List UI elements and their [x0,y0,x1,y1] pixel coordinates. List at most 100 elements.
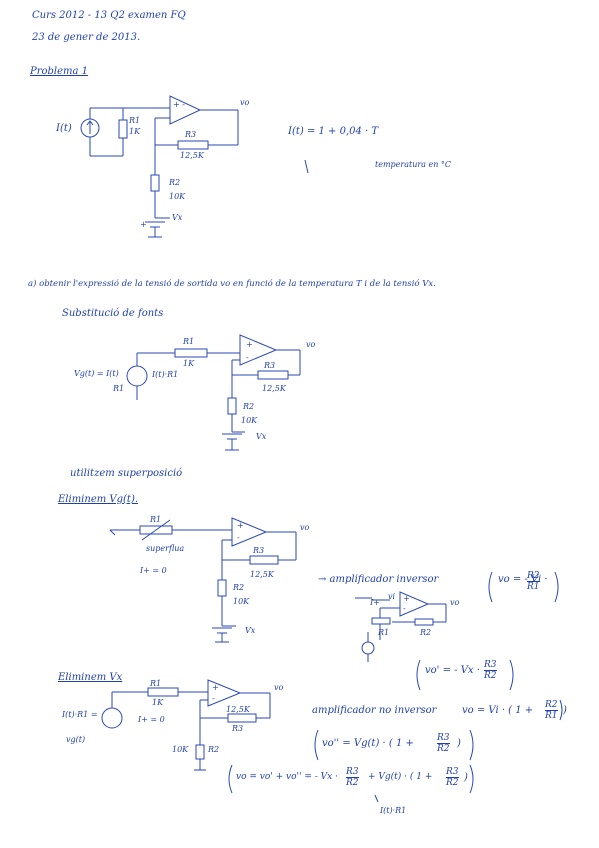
c1-vo: vo [240,98,250,107]
c4-r2-val: 10K [172,745,189,754]
final-close: ) [464,772,468,783]
final-frac1: R3 R2 [346,767,359,788]
c1-plus: + [140,220,147,229]
c1-ipm: + - [173,100,185,109]
c2-r3-val: 12,5K [262,384,286,393]
bracket-vo2-r [470,730,473,760]
vo2-bar [437,743,450,744]
vo2-close: ) [457,738,461,749]
c1-r3-val: 12,5K [180,151,204,160]
elim-vx-title: Eliminem Vx [58,672,123,683]
vo2-den: R2 [437,744,450,754]
sc-vi: vi [388,592,396,601]
header-date: 23 de gener de 2013. [32,32,141,43]
c2-r3: R3 [264,361,276,370]
c3-r2-val: 10K [233,597,250,606]
c2-r1-val: 1K [183,359,195,368]
formula-it: I(t) = 1 + 0,04 · T [288,126,379,137]
noninv-note: amplificador no inversor [312,705,437,716]
small-inverting-amp-diagram [355,592,446,662]
c4-r1-val: 1K [152,698,164,707]
noninv-frac: R2 R1 [545,700,558,721]
c2-minus: - [246,353,249,362]
c3-r3: R3 [253,546,265,555]
final-den2: R2 [446,778,459,788]
noninv-close: ) [563,705,567,716]
noninv-num: R2 [545,700,558,710]
c3-plus: + [237,521,244,530]
c2-vx: Vx [256,432,267,441]
c3-vo: vo [300,523,310,532]
sc-vo: vo [450,598,460,607]
c4-r3: R3 [232,724,244,733]
bracket-noninv [560,700,562,720]
c1-vx: Vx [172,213,183,222]
vo1-den: R2 [484,671,497,681]
c2-plus: + [246,340,253,349]
inv-formula: vo = - Vi · [498,574,548,585]
inv-note: → amplificador inversor [318,574,439,585]
temp-note: temperatura en °C [375,160,452,169]
bracket-final [229,765,232,793]
vo1-formula: vo' = - Vx · [425,665,480,676]
c3-superflua: superflua [146,544,185,553]
circuit-1-diagram [81,96,238,237]
bracket-inv [489,572,492,602]
elim-vg-title: Eliminem Vg(t). [58,494,139,505]
noninv-den: R1 [545,711,558,721]
bracket-vo1-r [510,660,513,690]
c4-left: I(t)·R1 = [62,710,98,719]
c1-r2-val: 10K [169,192,186,201]
final-bar2 [446,777,459,778]
c3-vx: Vx [245,626,256,635]
final-num1: R3 [346,767,359,777]
sc-minus: - [403,604,406,613]
inv-den: R1 [527,582,540,592]
c1-r1: R1 [129,116,141,125]
vo1-frac: R3 R2 [484,660,497,681]
arrow-temp [305,160,308,173]
sc-r2: R2 [420,628,432,637]
c4-minus: - [212,694,215,703]
c1-r1-val: 1K [129,127,141,136]
c3-r1: R1 [150,515,162,524]
inv-bar [527,581,540,582]
vo2-frac: R3 R2 [437,733,450,754]
c4-r2: R2 [208,745,220,754]
c4-plus: + [212,683,219,692]
c4-r1: R1 [150,679,162,688]
final-bar1 [346,777,359,778]
inv-num: R2 [527,571,540,581]
c2-r2-val: 10K [241,416,258,425]
question-text: a) obtenir l'expressió de la tensió de s… [28,279,436,289]
subst-title: Substitució de fonts [62,308,164,319]
final-sub: I(t)·R1 [380,806,407,815]
bracket-inv-r [555,572,558,602]
vo1-bar [484,670,497,671]
c3-r3-val: 12,5K [250,570,274,579]
noninv-formula: vo = Vi · ( 1 + [462,705,534,716]
bracket-final-r [470,765,473,793]
vo2-num: R3 [437,733,450,743]
final-num2: R3 [446,767,459,777]
bracket-vo2 [315,730,318,760]
c2-vo: vo [306,340,316,349]
inv-frac: R2 R1 [527,571,540,592]
c2-r2: R2 [243,402,255,411]
c1-source: I(t) [56,123,72,134]
sc-plus: + [403,594,410,603]
header-course: Curs 2012 - 13 Q2 examen FQ [32,10,186,21]
c2-vg-left: Vg(t) = I(t) [74,369,119,378]
c4-vo: vo [274,683,284,692]
final-frac2: R3 R2 [446,767,459,788]
c4-left2: vg(t) [66,735,86,744]
c1-r3: R3 [185,130,197,139]
underline-final [375,795,378,802]
circuit-2-diagram [127,335,300,450]
c2-r1: R1 [183,337,195,346]
sc-iplus: I+ [370,598,380,607]
sc-r1: R1 [378,628,390,637]
vo1-num: R3 [484,660,497,670]
c3-ip: I+ = 0 [140,566,167,575]
